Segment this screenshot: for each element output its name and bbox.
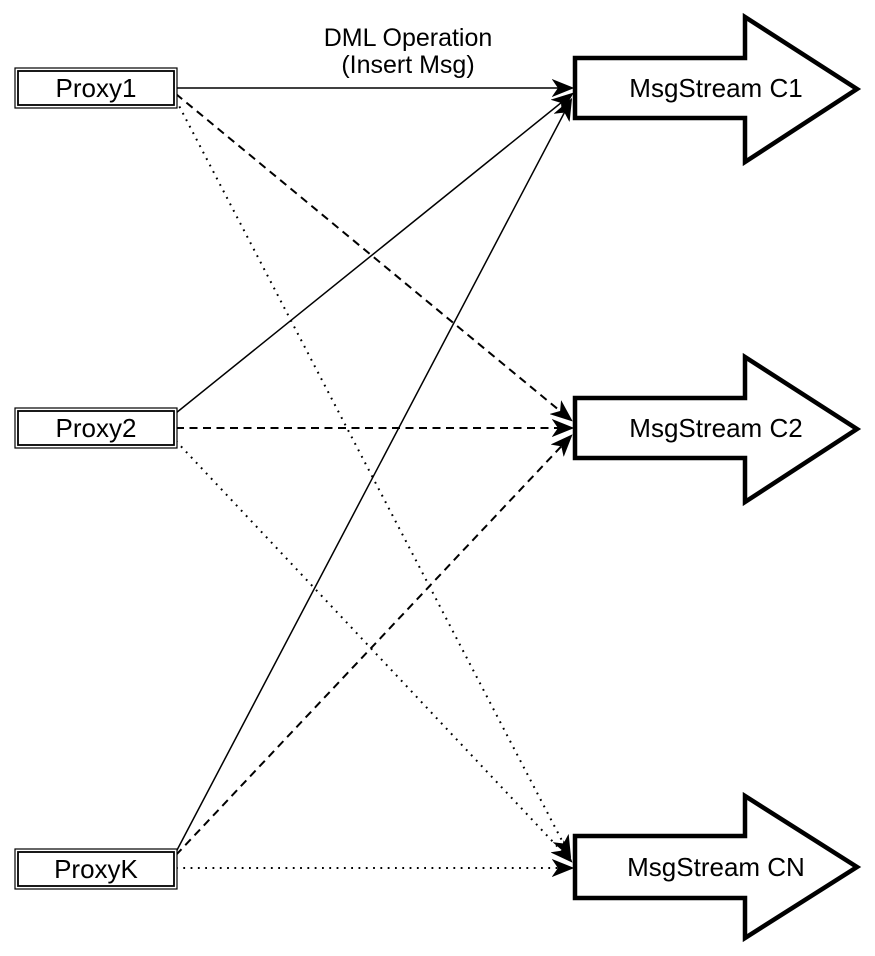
proxy1-label: Proxy1 [55,72,137,103]
msgstream-cn-label: MsgStream CN [627,851,805,882]
msgstream-cn-arrow-shape [572,791,862,943]
dml-operation-edge-label-line2: (Insert Msg) [341,51,475,79]
msgstream-c2-arrow-shape [572,352,862,507]
edge-proxyk-to-c1 [175,100,571,853]
dml-operation-edge-label-line1: DML Operation [323,24,493,52]
edge-proxyk-to-c2 [175,436,571,856]
edge-proxy2-to-c1 [175,94,572,414]
proxyk-box [14,848,178,890]
edge-proxy2-to-cn [175,440,571,861]
proxy2-box [14,407,178,449]
proxy2-label: Proxy2 [55,412,137,443]
msgstream-c1-label: MsgStream C1 [629,72,803,103]
proxy1-box [14,67,178,109]
msgstream-c1-arrow-shape [572,12,862,167]
edge-proxy1-to-c2 [175,93,571,420]
dml-operation-edge-label: DML Operation (Insert Msg) [283,25,533,79]
msgstream-c2-label: MsgStream C2 [629,412,803,443]
proxyk-label: ProxyK [54,853,138,884]
